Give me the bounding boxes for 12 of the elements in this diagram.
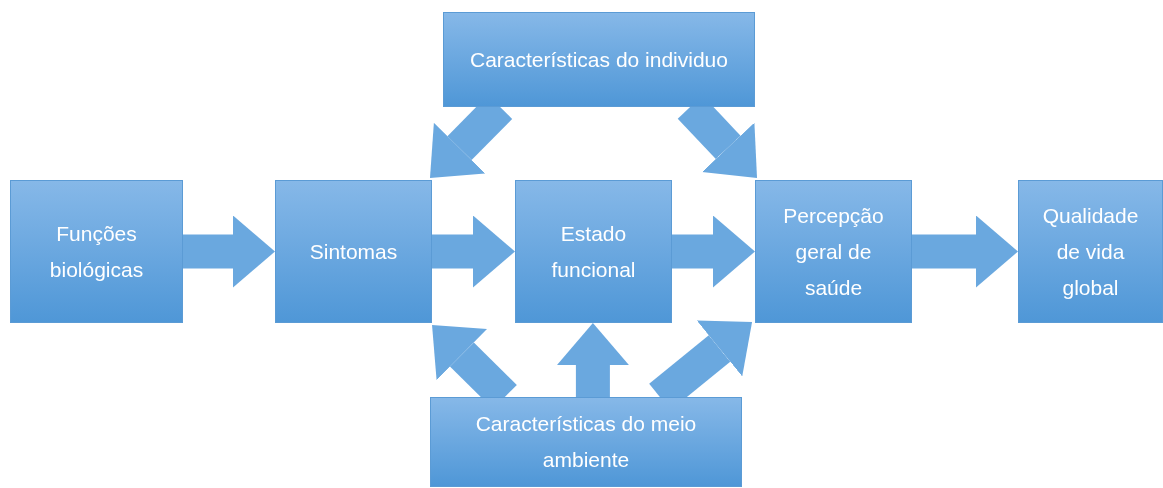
process-box: Qualidade de vida global bbox=[1018, 180, 1163, 323]
block-arrow bbox=[183, 215, 275, 288]
block-arrow bbox=[672, 215, 755, 288]
process-box: Características do individuo bbox=[443, 12, 755, 107]
block-arrow bbox=[912, 215, 1018, 288]
process-box: Funções biológicas bbox=[10, 180, 183, 323]
block-arrow bbox=[432, 215, 515, 288]
process-box: Percepção geral de saúde bbox=[755, 180, 912, 323]
block-arrow bbox=[556, 323, 629, 397]
process-box: Estado funcional bbox=[515, 180, 672, 323]
process-box: Sintomas bbox=[275, 180, 432, 323]
process-box: Características do meio ambiente bbox=[430, 397, 742, 487]
